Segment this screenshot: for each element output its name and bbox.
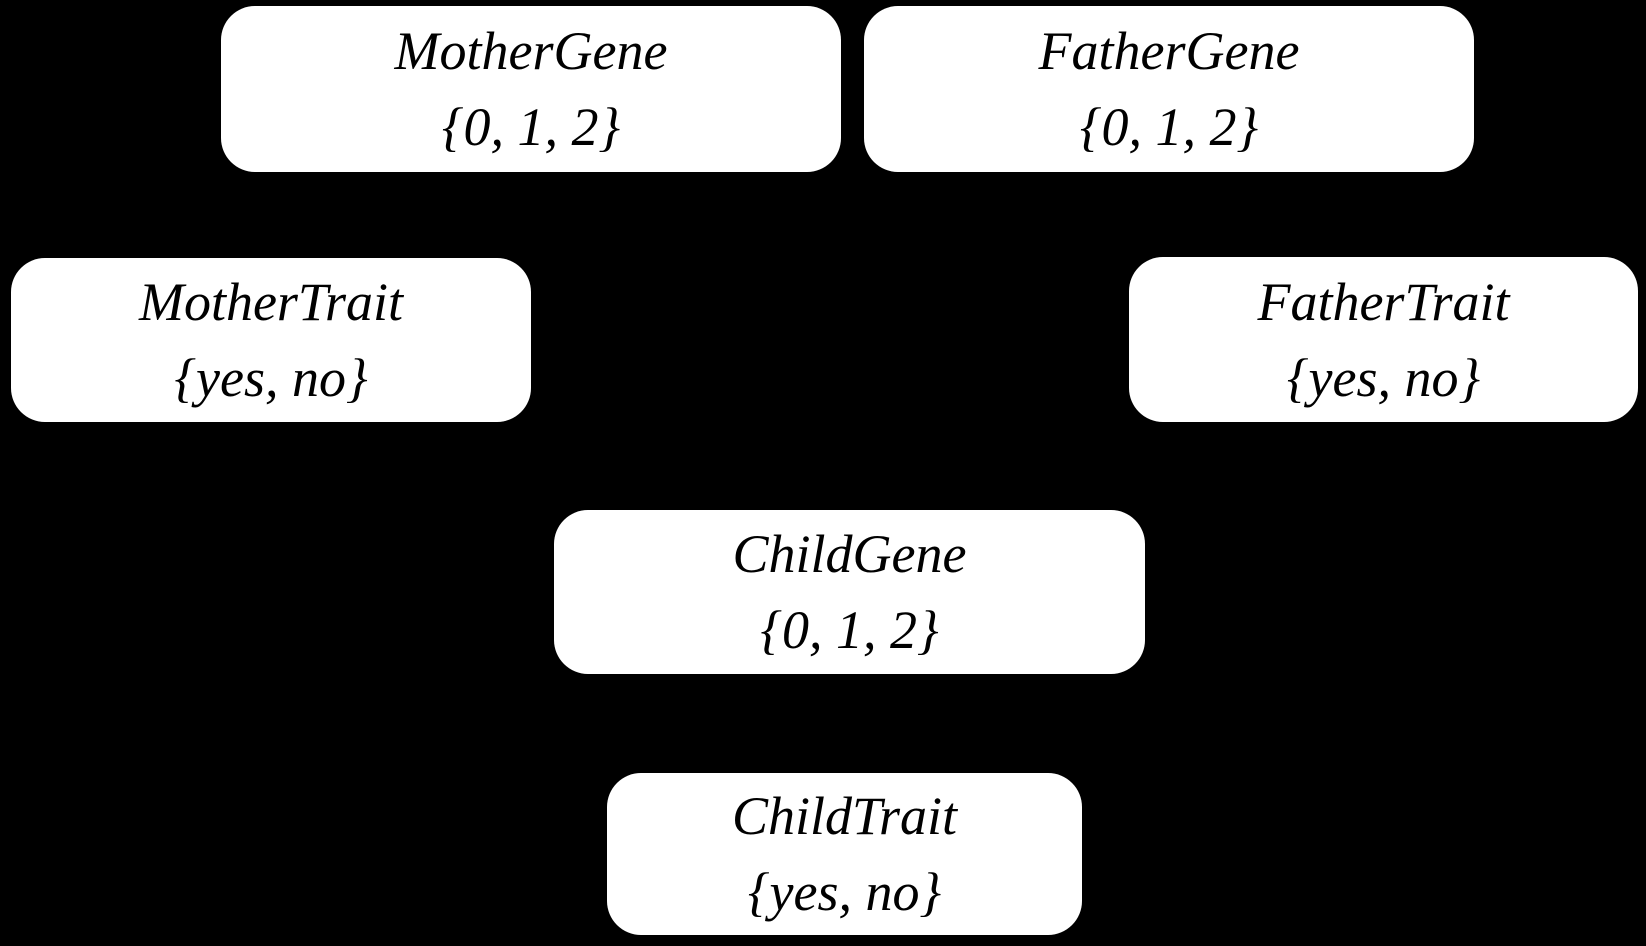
node-father-gene-label: FatherGene — [1038, 21, 1300, 81]
node-father-trait-label: FatherTrait — [1257, 271, 1510, 332]
node-child-trait: ChildTrait {yes, no} — [607, 773, 1082, 935]
node-mother-trait-label: MotherTrait — [138, 272, 404, 332]
node-father-gene-domain: {0, 1, 2} — [1079, 97, 1259, 157]
node-father-trait: FatherTrait {yes, no} — [1129, 257, 1638, 422]
node-mother-gene-domain: {0, 1, 2} — [441, 97, 621, 157]
node-mother-gene: MotherGene {0, 1, 2} — [221, 6, 841, 172]
node-father-trait-domain: {yes, no} — [1286, 347, 1481, 408]
node-child-trait-domain: {yes, no} — [747, 862, 942, 922]
node-father-gene: FatherGene {0, 1, 2} — [864, 6, 1474, 172]
node-mother-gene-label: MotherGene — [394, 21, 668, 81]
node-child-trait-label: ChildTrait — [731, 786, 958, 846]
node-child-gene-domain: {0, 1, 2} — [760, 600, 939, 660]
node-child-gene-label: ChildGene — [732, 524, 967, 584]
node-mother-trait-domain: {yes, no} — [174, 348, 368, 408]
node-child-gene: ChildGene {0, 1, 2} — [554, 510, 1145, 674]
node-mother-trait: MotherTrait {yes, no} — [11, 258, 531, 422]
